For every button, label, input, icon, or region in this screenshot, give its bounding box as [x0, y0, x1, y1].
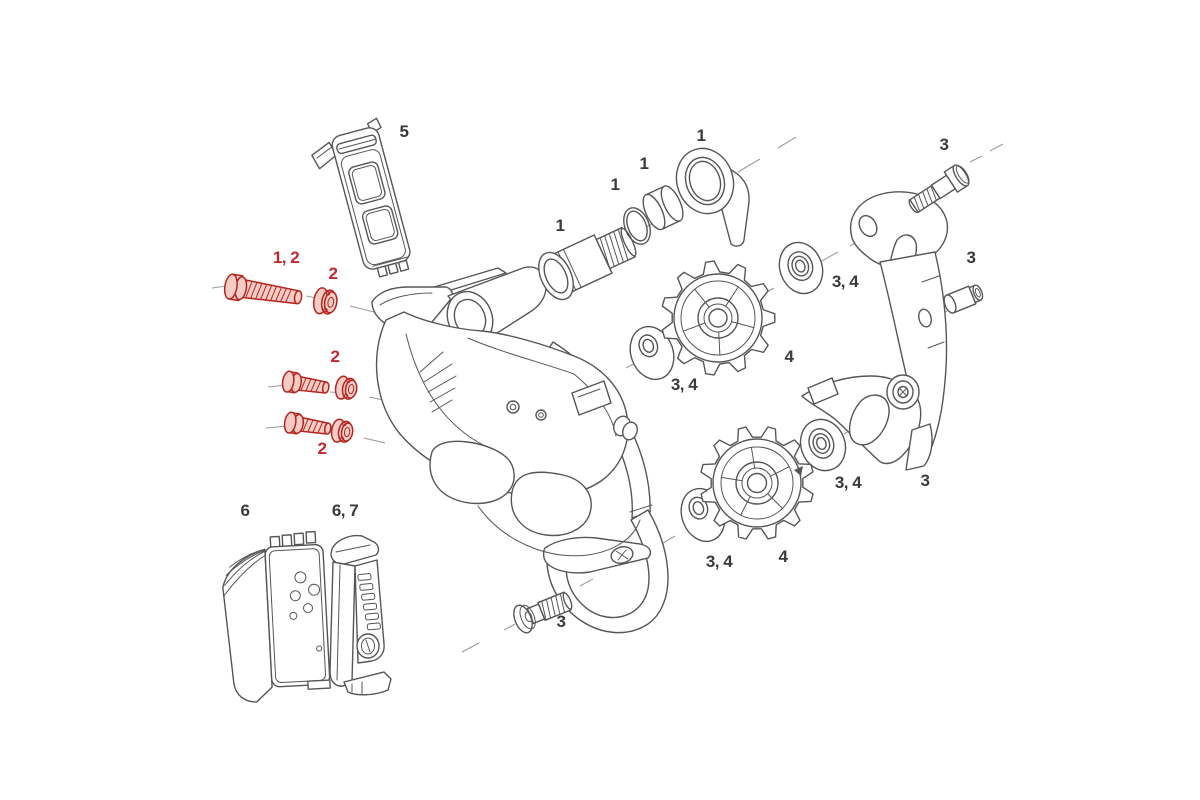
label-outer-plate: 3	[921, 471, 930, 490]
label-cage-pin: 3	[967, 248, 976, 267]
cage-bolt-top	[908, 164, 970, 214]
label-washer-low-right: 3, 4	[835, 473, 862, 492]
label-limit-bolt-upper: 2	[331, 347, 340, 366]
label-lower-pulley: 4	[779, 547, 789, 566]
limit-nut-lower	[330, 418, 354, 443]
body-screw-small	[535, 409, 547, 421]
limit-bolt-upper	[281, 370, 330, 394]
label-oring: 1	[611, 175, 620, 194]
outer-cage-plate	[801, 191, 949, 471]
washer-low-right	[799, 418, 847, 472]
vent-slots	[357, 573, 381, 631]
battery-cover	[329, 534, 392, 696]
body-screw	[506, 400, 520, 414]
b-bolt-axle	[538, 226, 637, 301]
label-bushing: 1	[640, 154, 649, 173]
clamp-bolt-long	[223, 273, 303, 305]
label-clamp-nut: 2	[329, 264, 338, 283]
plate-mount-hole	[858, 214, 878, 238]
callout-labels: 5 1, 2 2 2 2 1 1 1 1 3 3 3, 4 3, 4 4 3, …	[241, 122, 977, 631]
battery-latch-cover	[311, 117, 411, 278]
label-battery: 6	[241, 501, 250, 520]
washer-top-left	[629, 325, 675, 381]
label-washer-low-left: 3, 4	[706, 552, 733, 571]
label-battery-latch-cover: 5	[400, 122, 409, 141]
battery	[222, 530, 331, 703]
label-washer-top-right: 3, 4	[832, 272, 859, 291]
label-battery-cover: 6, 7	[332, 501, 358, 520]
body-lower-arm	[429, 440, 515, 505]
plate-bearing-boss	[886, 374, 920, 410]
label-washer-top-left: 3, 4	[671, 375, 698, 394]
label-hanger: 1	[697, 126, 706, 145]
label-cage-bolt-bottom: 3	[557, 612, 566, 631]
limit-bolt-lower	[283, 411, 332, 435]
o-ring	[623, 207, 651, 245]
clamp-nut	[312, 287, 338, 315]
label-clamp-bolt: 1, 2	[273, 248, 299, 267]
label-axle: 1	[556, 216, 565, 235]
cage-pivot-hole	[610, 546, 634, 564]
cage-bolt-bottom	[513, 591, 573, 634]
hanger-hook	[675, 147, 750, 247]
bushing-sleeve	[642, 185, 684, 231]
upper-pulley	[661, 260, 776, 376]
limit-nut-upper	[334, 375, 358, 400]
washer-top-right	[778, 241, 824, 295]
label-upper-pulley: 4	[785, 347, 795, 366]
cage-pin	[943, 284, 984, 314]
lower-pulley	[700, 426, 814, 540]
label-limit-bolt-lower: 2	[318, 439, 327, 458]
derailleur-body	[371, 266, 641, 557]
label-cage-bolt-top: 3	[940, 135, 949, 154]
